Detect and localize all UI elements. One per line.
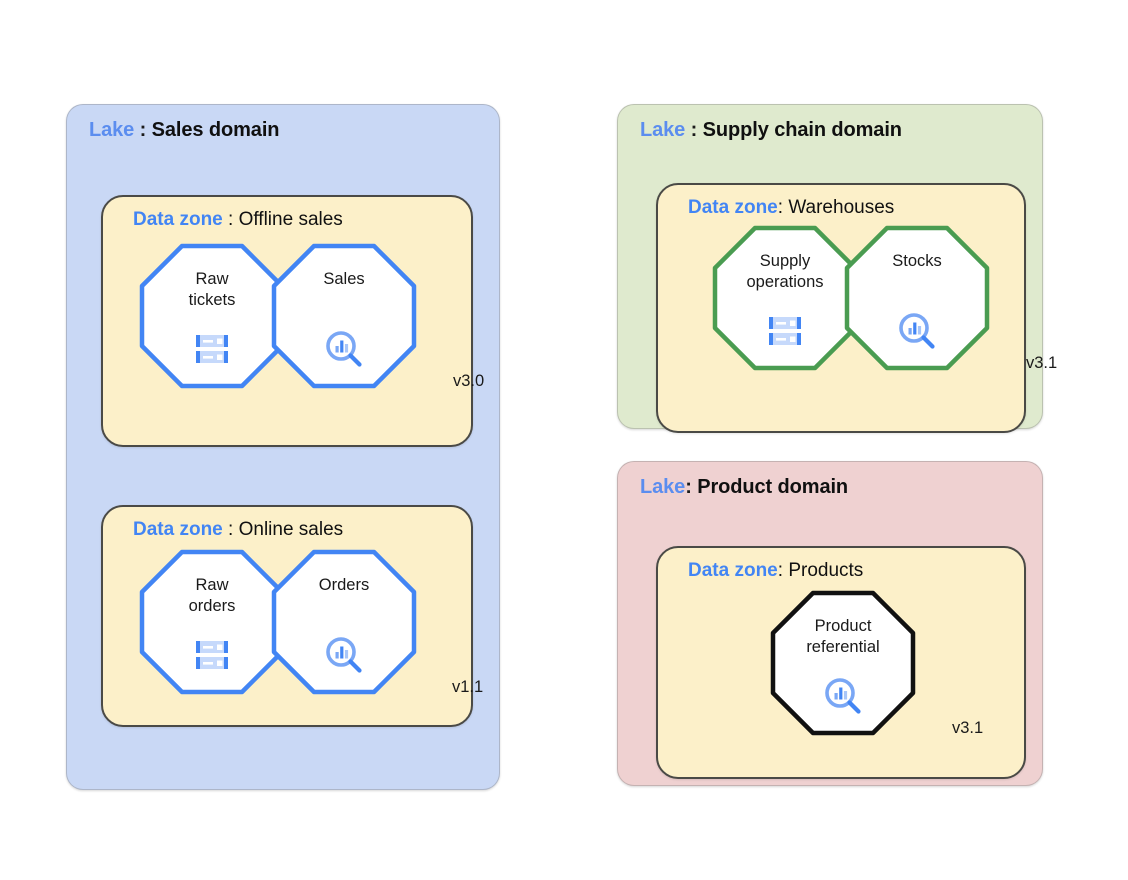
data-zone-products: Data zone: Products Product referential xyxy=(656,546,1026,779)
lake-separator: : xyxy=(685,119,703,141)
data-zone-online-sales-title: Data zone : Online sales xyxy=(133,519,343,541)
lake-separator: : xyxy=(685,476,698,498)
lake-separator: : xyxy=(134,119,152,141)
octagon-shape xyxy=(139,243,285,389)
data-zone-separator: : xyxy=(777,560,789,581)
lake-product-title: Lake: Product domain xyxy=(640,476,848,499)
lake-keyword: Lake xyxy=(640,476,686,498)
data-zone-name: Warehouses xyxy=(788,197,895,218)
data-product-version: v3.1 xyxy=(952,719,984,737)
lake-sales-title: Lake : Sales domain xyxy=(89,119,280,142)
data-product-raw-orders[interactable]: Raw orders xyxy=(139,549,285,695)
data-zone-name: Offline sales xyxy=(238,209,343,230)
data-zone-warehouses: Data zone: Warehouses Supply operations xyxy=(656,183,1057,433)
data-zone-separator: : xyxy=(222,519,239,540)
data-product-version: v3.1 xyxy=(1026,354,1058,372)
data-product-supply-operations[interactable]: Supply operations xyxy=(712,225,858,371)
octagon-shape xyxy=(712,225,858,371)
data-zone-name: Online sales xyxy=(238,519,344,540)
octagon-shape xyxy=(139,549,285,695)
data-zone-offline-sales-title: Data zone : Offline sales xyxy=(133,209,343,231)
data-product-sales[interactable]: Sales xyxy=(271,243,417,389)
data-zone-keyword: Data zone xyxy=(133,519,223,540)
lake-name: Sales domain xyxy=(151,119,280,141)
lake-supply-chain-domain: Lake : Supply chain domain Data zone: Wa… xyxy=(617,104,1057,433)
data-zone-keyword: Data zone xyxy=(688,197,778,218)
data-product-orders[interactable]: Orders xyxy=(271,549,417,695)
lake-sales-domain: Lake : Sales domain Data zone : Offline … xyxy=(66,104,500,790)
data-zone-warehouses-title: Data zone: Warehouses xyxy=(688,197,894,219)
data-zone-keyword: Data zone xyxy=(688,560,778,581)
data-zone-keyword: Data zone xyxy=(133,209,223,230)
data-zone-separator: : xyxy=(777,197,789,218)
lake-keyword: Lake xyxy=(640,119,686,141)
lake-supply-chain-title: Lake : Supply chain domain xyxy=(640,119,902,142)
lake-product-domain: Lake: Product domain Data zone: Products… xyxy=(617,461,1043,786)
data-zone-online-sales: Data zone : Online sales Raw orders xyxy=(101,505,483,727)
data-product-stocks[interactable]: Stocks xyxy=(844,225,990,371)
data-zone-products-title: Data zone: Products xyxy=(688,560,863,582)
lake-name: Product domain xyxy=(697,476,849,498)
data-product-version: v1.1 xyxy=(452,678,484,696)
lake-name: Supply chain domain xyxy=(702,119,902,141)
data-zone-name: Products xyxy=(788,560,864,581)
data-zone-offline-sales: Data zone : Offline sales Raw tickets xyxy=(101,195,484,447)
data-product-raw-tickets[interactable]: Raw tickets xyxy=(139,243,285,389)
data-product-product-referential[interactable]: Product referential xyxy=(770,590,916,736)
data-product-version: v3.0 xyxy=(453,372,485,390)
data-zone-separator: : xyxy=(222,209,239,230)
lake-keyword: Lake xyxy=(89,119,135,141)
octagon-shape xyxy=(271,243,417,389)
octagon-shape xyxy=(770,590,916,736)
octagon-shape xyxy=(844,225,990,371)
octagon-shape xyxy=(271,549,417,695)
